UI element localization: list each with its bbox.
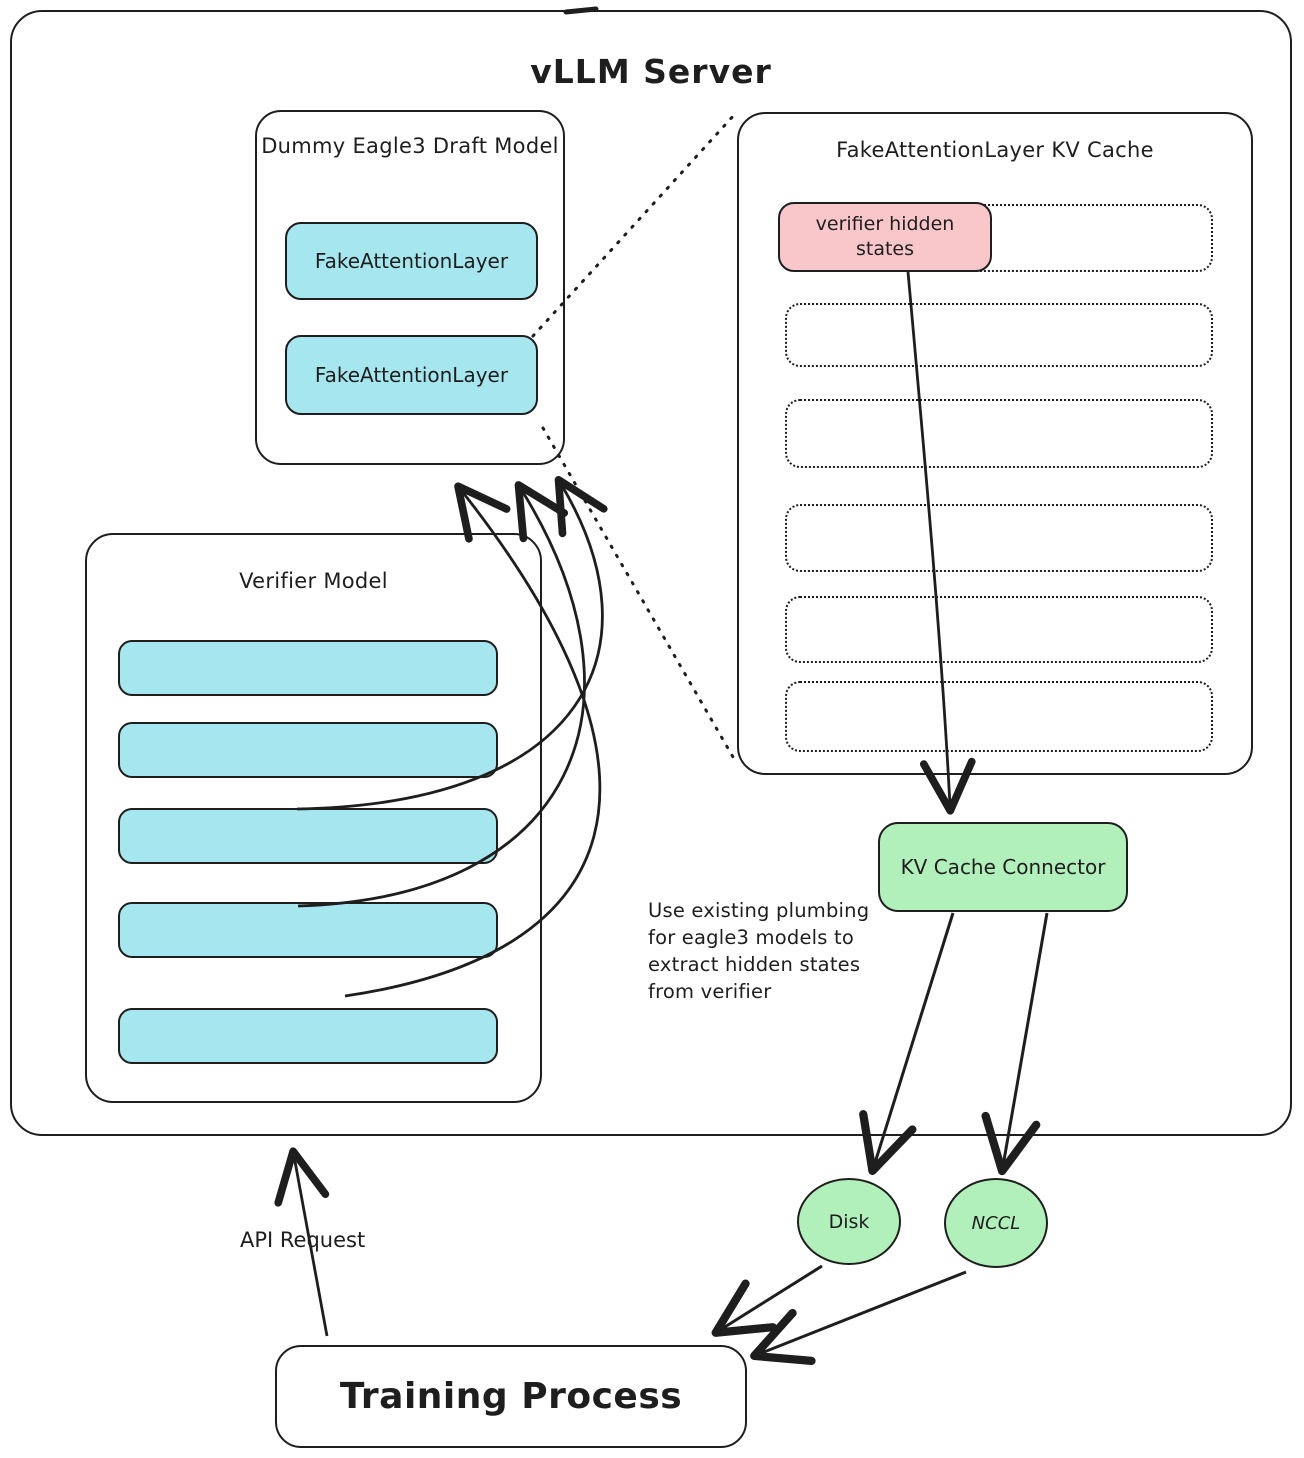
vllm-server-title: vLLM Server bbox=[530, 52, 772, 91]
verifier-model-title: Verifier Model bbox=[239, 569, 388, 593]
plumbing-note-line-2: for eagle3 models to bbox=[648, 925, 855, 949]
api-request-label: API Request bbox=[240, 1228, 366, 1252]
kv-cache-connector-label: KV Cache Connector bbox=[900, 855, 1106, 879]
verifier-layer-1 bbox=[118, 640, 498, 696]
verifier-hidden-states-label: verifier hidden states bbox=[815, 213, 955, 260]
verifier-hidden-states-chip: verifier hidden states bbox=[778, 202, 992, 272]
fake-attention-layer-2: FakeAttentionLayer bbox=[285, 335, 538, 415]
verifier-layer-5 bbox=[118, 1008, 498, 1064]
training-process-label: Training Process bbox=[339, 1376, 683, 1417]
plumbing-note-line-4: from verifier bbox=[648, 979, 772, 1003]
disk-node: Disk bbox=[797, 1178, 901, 1265]
training-process-box: Training Process bbox=[275, 1345, 747, 1448]
arrow-nccl-to-training bbox=[750, 1270, 967, 1365]
kv-slot-6 bbox=[785, 681, 1213, 752]
kv-cache-connector-box: KV Cache Connector bbox=[878, 822, 1128, 912]
kv-slot-3 bbox=[785, 399, 1213, 468]
kv-slot-4 bbox=[785, 504, 1213, 572]
plumbing-note: Use existing plumbing for eagle3 models … bbox=[648, 898, 898, 1006]
kv-cache-title: FakeAttentionLayer KV Cache bbox=[836, 138, 1154, 162]
disk-label: Disk bbox=[828, 1210, 870, 1233]
verifier-layer-4 bbox=[118, 902, 498, 958]
kv-slot-5 bbox=[785, 596, 1213, 663]
nccl-label: NCCL bbox=[971, 1212, 1021, 1234]
fake-attention-layer-2-label: FakeAttentionLayer bbox=[314, 363, 509, 387]
verifier-layer-3 bbox=[118, 808, 498, 864]
arrow-disk-to-training bbox=[711, 1264, 823, 1337]
plumbing-note-line-3: extract hidden states bbox=[648, 952, 861, 976]
plumbing-note-line-1: Use existing plumbing bbox=[648, 899, 870, 922]
nccl-node: NCCL bbox=[944, 1178, 1048, 1268]
fake-attention-layer-1: FakeAttentionLayer bbox=[285, 222, 538, 300]
verifier-layer-2 bbox=[118, 722, 498, 778]
kv-slot-2 bbox=[785, 303, 1213, 367]
fake-attention-layer-1-label: FakeAttentionLayer bbox=[314, 249, 509, 273]
draft-model-title: Dummy Eagle3 Draft Model bbox=[261, 134, 559, 158]
